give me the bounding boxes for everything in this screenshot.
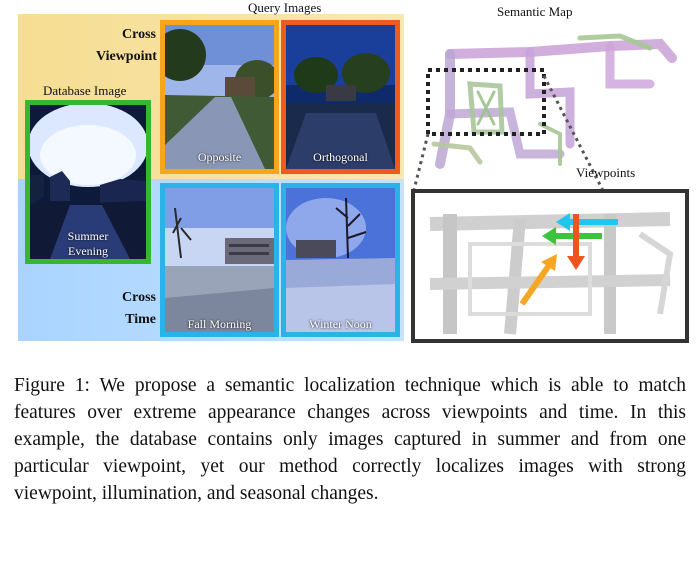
cross-time-line-1: Cross	[122, 290, 156, 305]
caption-text: We propose a semantic localization techn…	[14, 375, 686, 504]
semantic-map	[431, 33, 677, 169]
winter-noon-photo	[286, 188, 395, 332]
fall-morning-caption: Fall Morning	[187, 317, 252, 331]
semantic-map-title: Semantic Map	[497, 4, 573, 19]
database-image: Summer Evening	[25, 100, 151, 264]
green-arrowhead	[542, 227, 556, 245]
viewpoint-arrows	[519, 213, 618, 306]
database-caption-line-1: Summer	[67, 229, 109, 243]
cross-viewpoint-line-2: Viewpoint	[96, 49, 157, 64]
database-photo	[30, 105, 146, 259]
red-arrowhead	[567, 256, 585, 270]
cross-time-label: Cross Time	[96, 287, 156, 331]
zoom-line-left	[412, 133, 430, 191]
query-image-opposite: Opposite	[160, 20, 279, 174]
figure-caption: Figure 1: We propose a semantic localiza…	[14, 372, 686, 507]
orange-arrowhead	[541, 254, 557, 271]
cross-viewpoint-line-1: Cross	[122, 27, 156, 42]
semantic-map-figure	[411, 33, 689, 343]
opposite-caption: Opposite	[197, 150, 242, 164]
orange-arrow	[519, 262, 553, 306]
winter-noon-caption: Winter Noon	[309, 317, 372, 331]
orthogonal-photo	[286, 25, 395, 169]
orthogonal-caption: Orthogonal	[313, 150, 368, 164]
query-image-orthogonal: Orthogonal	[281, 20, 400, 174]
opposite-photo	[165, 25, 274, 169]
query-image-fall-morning: Fall Morning	[160, 183, 279, 337]
query-image-winter-noon: Winter Noon	[281, 183, 400, 337]
fall-morning-photo	[165, 188, 274, 332]
cyan-arrowhead	[556, 213, 570, 231]
zoomed-point-cloud	[429, 212, 674, 335]
zoom-selection-box	[426, 68, 546, 136]
database-caption-line-2: Evening	[68, 244, 108, 258]
caption-prefix: Figure 1:	[14, 375, 90, 396]
database-image-title: Database Image	[43, 83, 127, 98]
cross-viewpoint-label: Cross Viewpoint	[96, 24, 157, 68]
cross-time-line-2: Time	[125, 312, 156, 327]
database-caption: Summer Evening	[30, 229, 146, 259]
viewpoints-title: Viewpoints	[576, 165, 636, 180]
query-images-title: Query Images	[248, 0, 322, 15]
